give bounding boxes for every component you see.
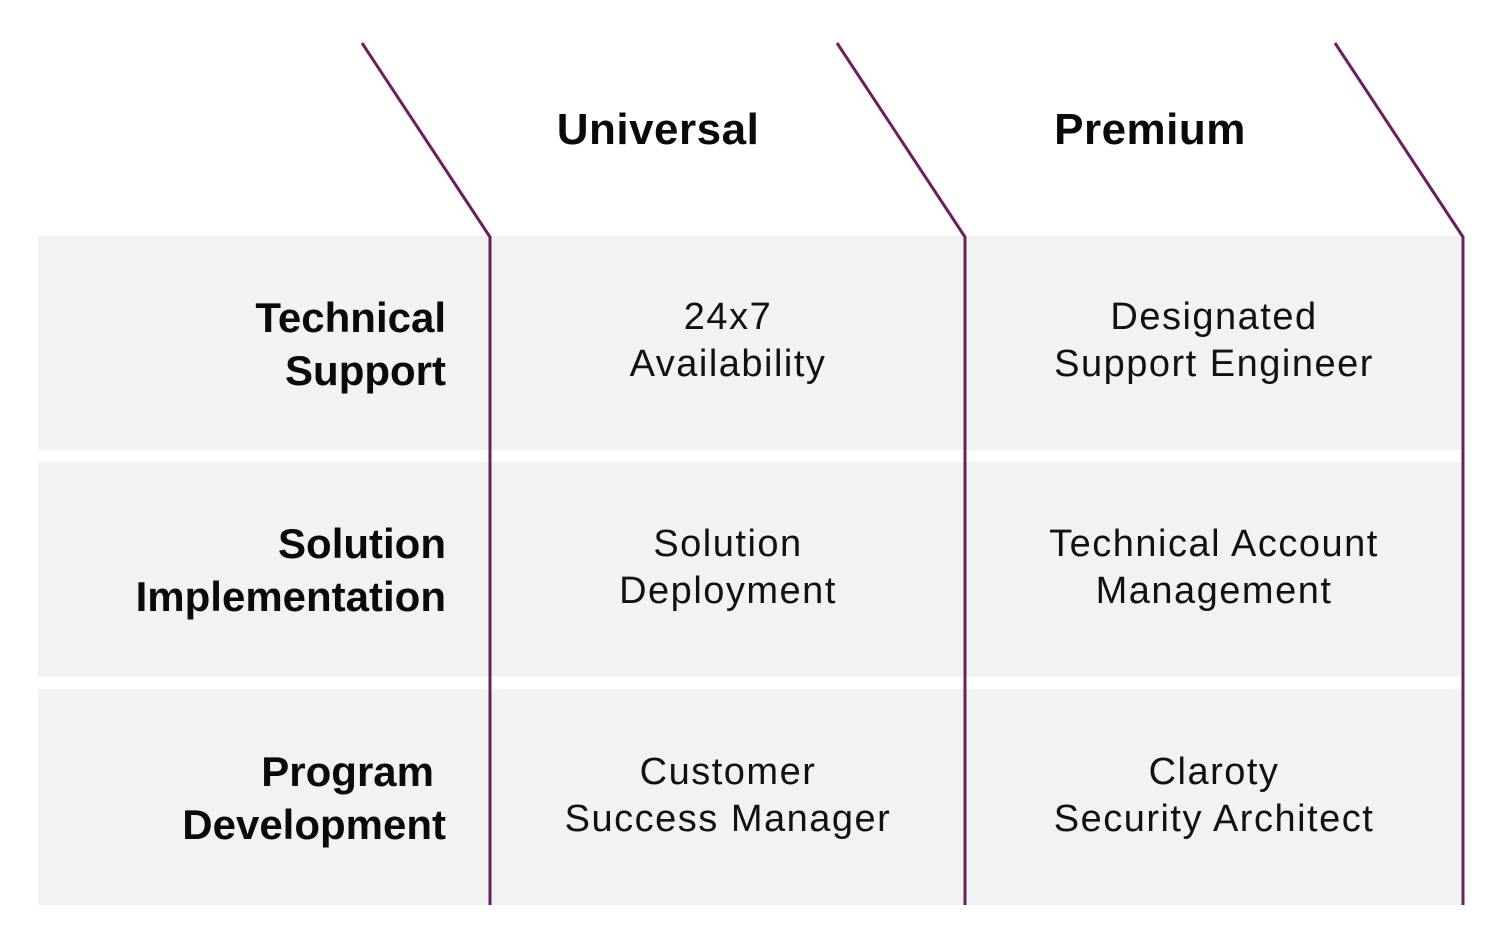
cell-line: Security Architect [1053,798,1375,840]
cell-line: Support Engineer [1054,343,1374,385]
cell-line: Claroty [1148,751,1280,793]
divider-line-middle [835,42,967,905]
cell-universal-solution-implementation: Solution Deployment [492,521,964,615]
cell-premium-solution-implementation: Technical Account Management [967,521,1461,615]
column-header-premium: Premium [1054,105,1246,154]
divider-line-left [360,42,492,905]
cell-line: Technical Account [1049,523,1379,565]
cell-line: Solution [653,523,803,565]
row-label-line: Implementation [135,573,446,620]
cell-line: Availability [629,343,827,385]
row-label-solution-implementation: Solution Implementation [60,517,446,623]
cell-line: 24x7 [683,296,773,338]
row-label-line: Program [261,748,434,795]
cell-line: Deployment [619,570,837,612]
cell-line: Success Manager [564,798,892,840]
row-band-program-development [38,689,1464,905]
row-label-line: Technical [255,294,446,341]
row-label-line: Development [182,801,446,848]
cell-line: Customer [639,751,817,793]
divider-line-right [1333,42,1465,905]
cell-line: Designated [1110,296,1318,338]
cell-universal-technical-support: 24x7 Availability [492,294,964,388]
cell-premium-program-development: Claroty Security Architect [967,749,1461,843]
column-header-universal: Universal [556,105,760,154]
row-label-technical-support: Technical Support [60,291,446,397]
cell-universal-program-development: Customer Success Manager [492,749,964,843]
cell-premium-technical-support: Designated Support Engineer [967,294,1461,388]
cell-line: Management [1095,570,1333,612]
row-label-line: Support [285,347,446,394]
row-label-line: Solution [278,520,446,567]
row-label-program-development: Program Development [60,745,446,851]
row-band-solution-implementation [38,462,1464,677]
row-band-technical-support [38,236,1464,450]
